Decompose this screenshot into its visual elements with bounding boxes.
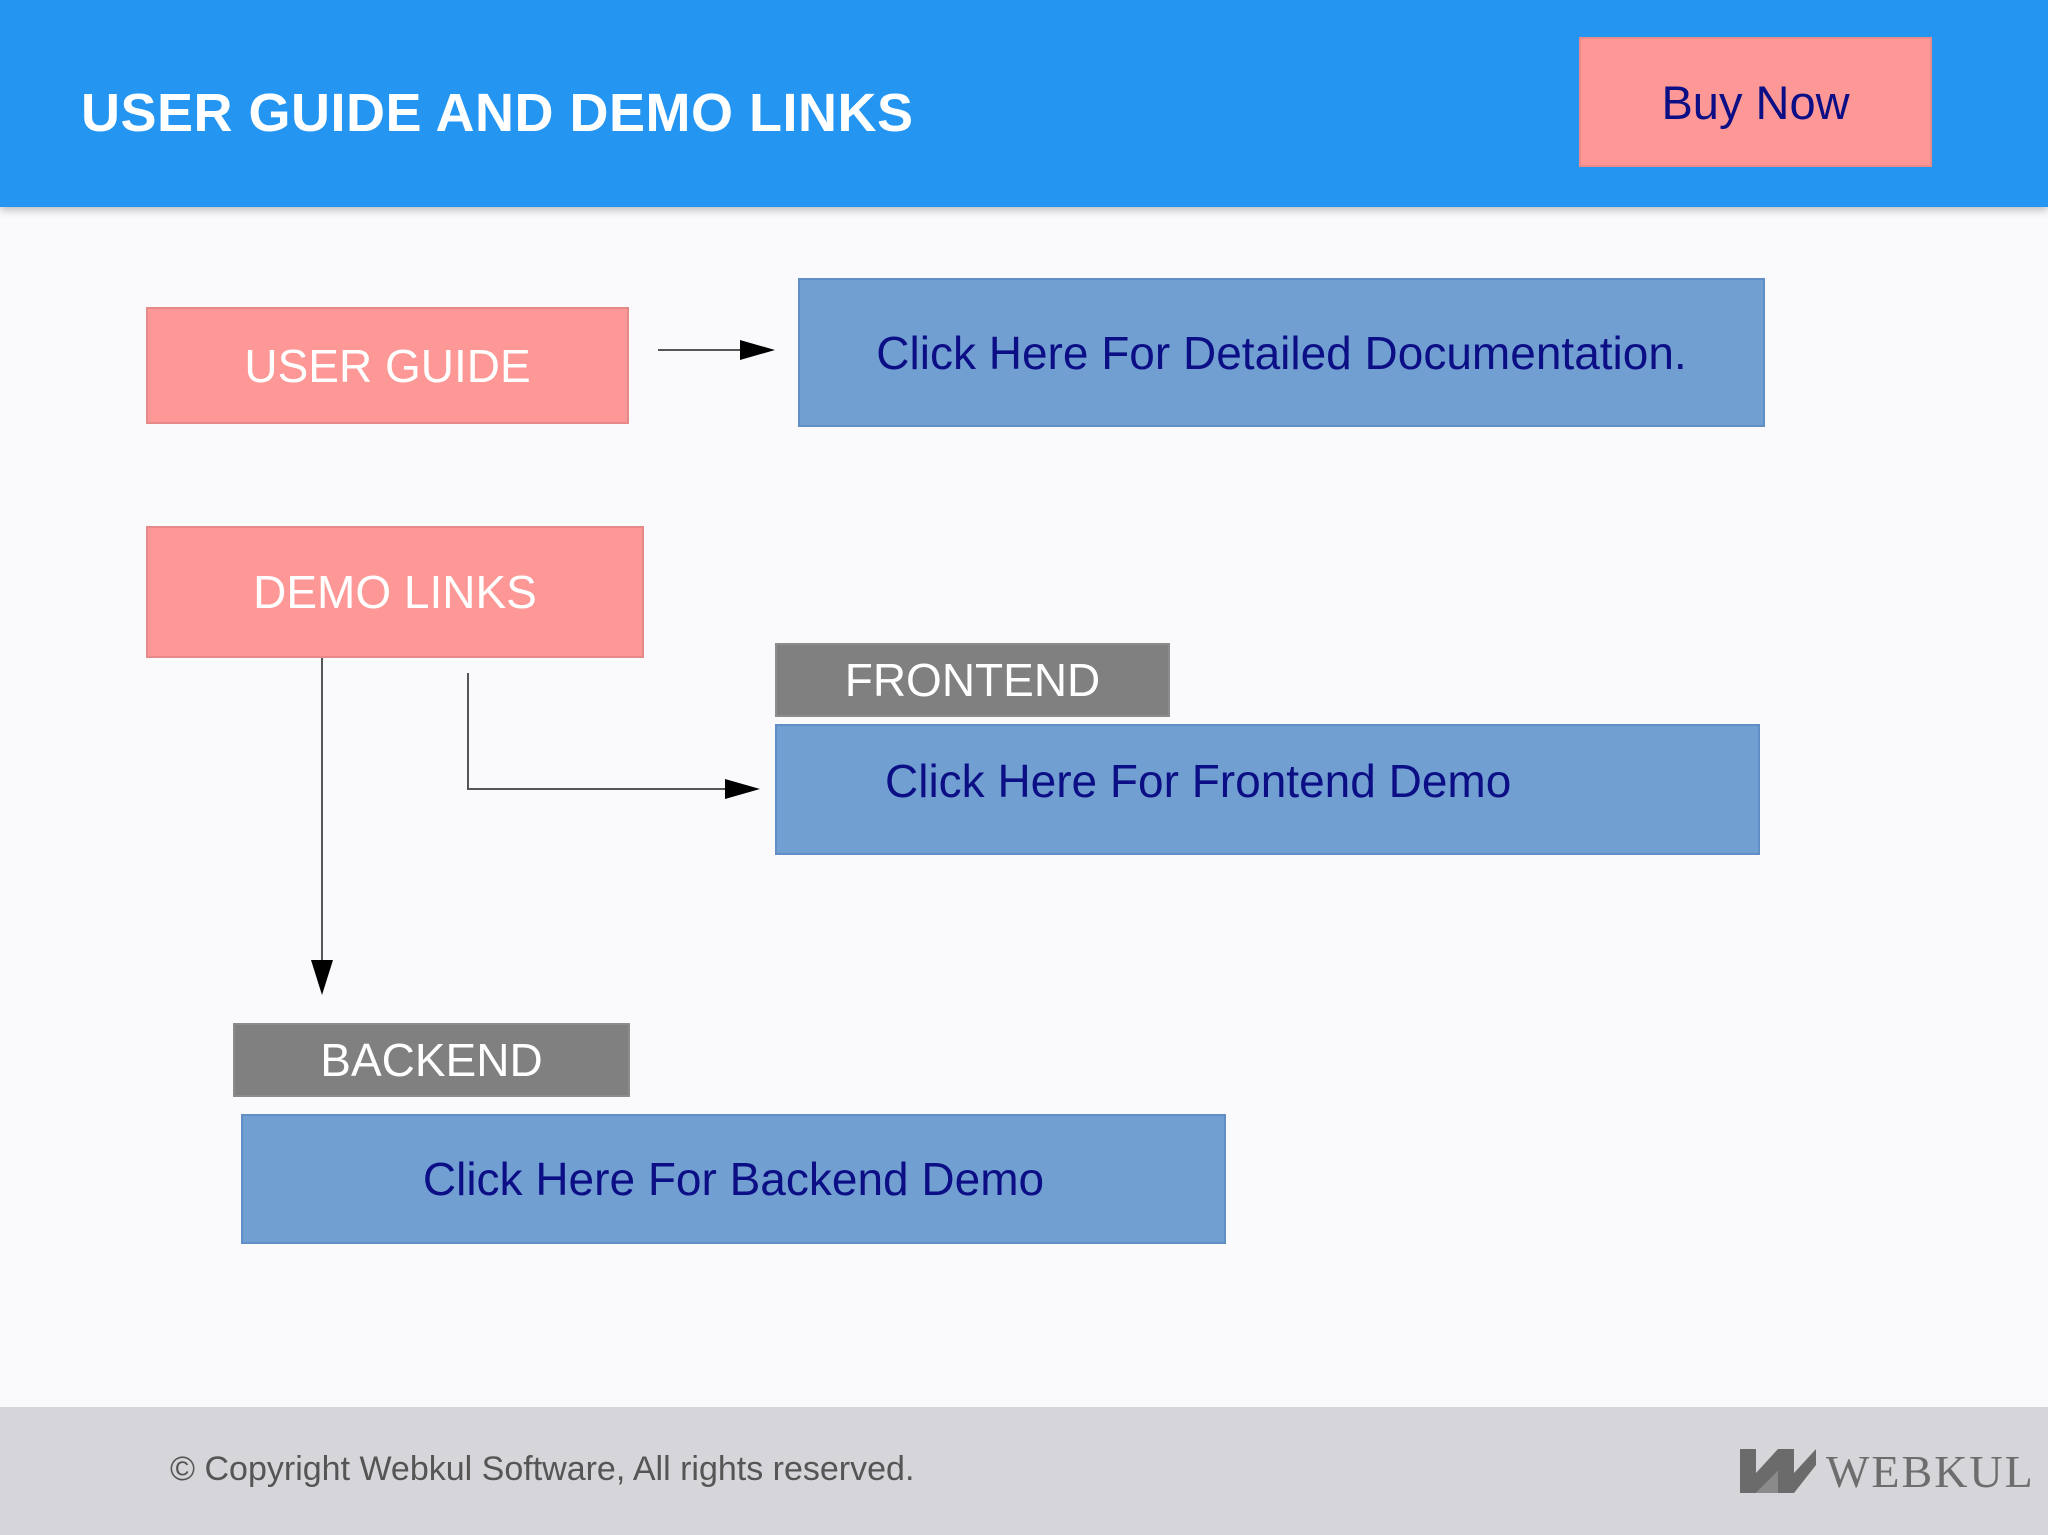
page-footer — [0, 1407, 2048, 1535]
webkul-logo-icon — [1738, 1447, 1818, 1497]
arrowhead-frontend — [725, 779, 760, 799]
webkul-logo-text: WEBKUL — [1826, 1446, 2035, 1497]
arrowhead-docs — [740, 340, 775, 360]
page-title: USER GUIDE AND DEMO LINKS — [81, 83, 914, 143]
frontend-demo-link[interactable]: Click Here For Frontend Demo — [775, 724, 1760, 855]
buy-now-button[interactable]: Buy Now — [1579, 37, 1932, 167]
backend-demo-link[interactable]: Click Here For Backend Demo — [241, 1114, 1226, 1244]
demo-links-box: DEMO LINKS — [146, 526, 644, 658]
arrowhead-backend — [311, 960, 333, 995]
arrow-demo-to-frontend — [467, 673, 725, 790]
frontend-label: FRONTEND — [775, 643, 1170, 717]
backend-label: BACKEND — [233, 1023, 630, 1097]
user-guide-box: USER GUIDE — [146, 307, 629, 424]
copyright-text: © Copyright Webkul Software, All rights … — [170, 1450, 915, 1488]
documentation-link[interactable]: Click Here For Detailed Documentation. — [798, 278, 1765, 427]
